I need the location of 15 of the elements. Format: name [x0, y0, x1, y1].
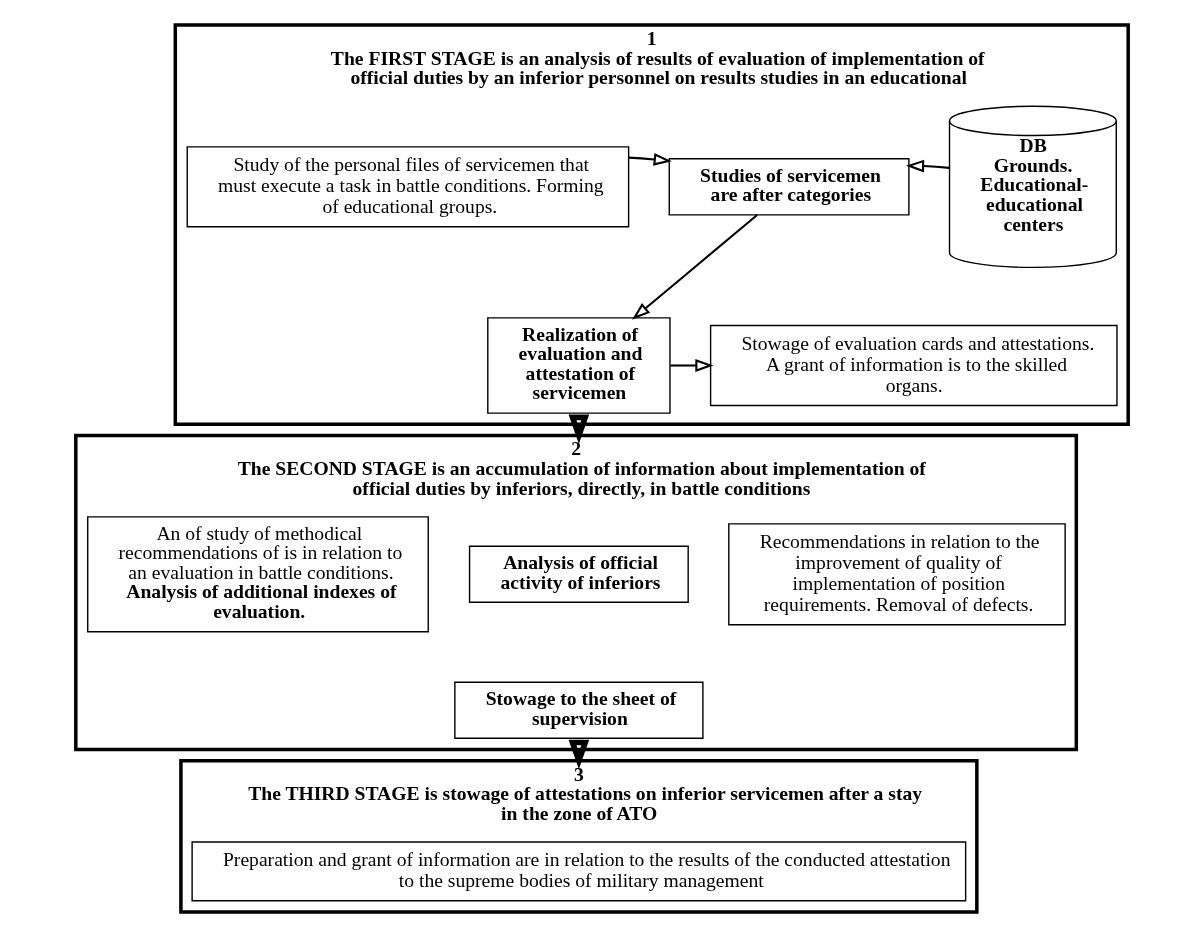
- node-box: Analysis of official activity of inferiors: [468, 545, 689, 604]
- node-box: Preparation and grant of information are in relation to the results of the conducted attestation to the supreme bodies of military management: [191, 841, 967, 902]
- node-box: Studies of servicemen are after categories: [668, 158, 910, 216]
- arrow: [628, 153, 672, 166]
- arrow: [568, 739, 590, 770]
- arrow: [905, 159, 950, 173]
- node-box: Stowage of evaluation cards and attestations. A grant of information is to the skilled organs.: [709, 324, 1118, 407]
- node-box: Recommendations in relation to the improvement of quality of implementation of position requirements. Removal of defects.: [728, 523, 1066, 626]
- node-box: Realization of evaluation and attestation of servicemen: [487, 317, 671, 414]
- arrow: [568, 414, 590, 445]
- arrow: [670, 359, 714, 372]
- arrow: [632, 214, 758, 320]
- node-box: Stowage to the sheet of supervision: [454, 681, 704, 739]
- node-box: An of study of methodical recommendations of is in relation to an evaluation in battle conditions. Analysis of additional indexes of evaluation.: [87, 516, 429, 633]
- node-box: Study of the personal files of servicemen that must execute a task in battle conditions. Forming of educational groups.: [186, 146, 630, 228]
